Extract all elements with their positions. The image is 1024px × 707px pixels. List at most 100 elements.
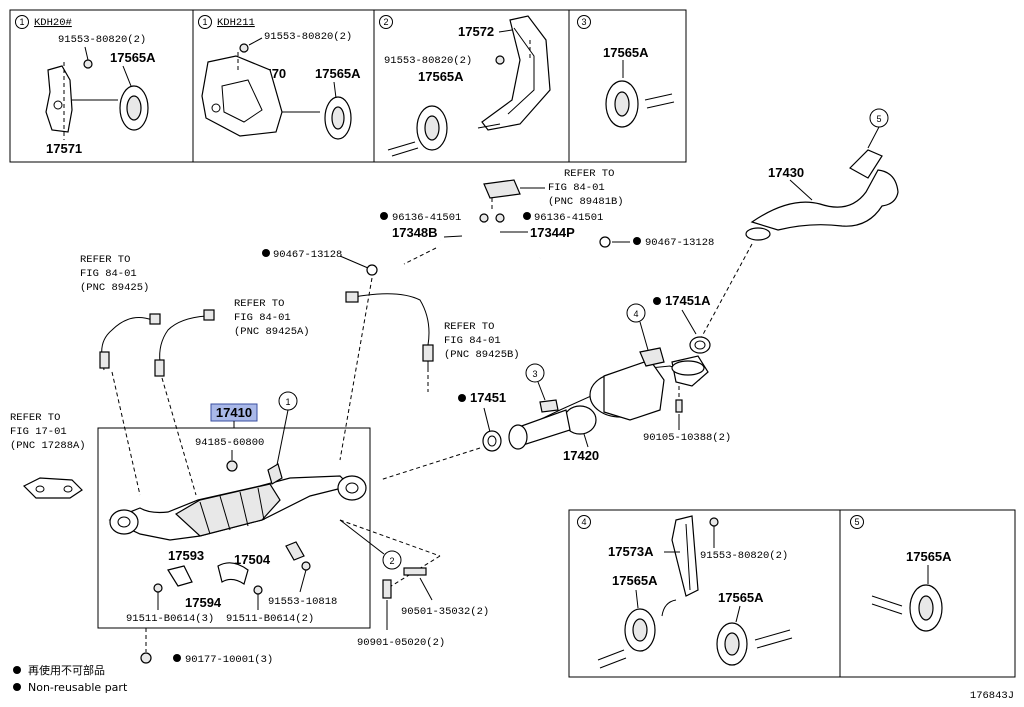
callout-circle: [577, 15, 591, 29]
part-number: 17565A: [315, 66, 361, 81]
part-number: 90501-35032(2): [401, 606, 489, 618]
non-reusable-dot-icon: [523, 212, 531, 220]
bolt-icon: [253, 585, 263, 595]
clamp-icon: [599, 236, 611, 248]
non-reusable-dot-icon: [633, 237, 641, 245]
fasteners: 90501-35032(2) 90901-05020(2) 90177-1000…: [140, 519, 489, 666]
callout-circle: [577, 515, 591, 529]
panel-1b: 1 KDH211 91553-80820(2) 17570 17565A: [198, 15, 361, 140]
part-number-highlight: 17410: [216, 405, 252, 420]
part-number: 17565A: [110, 50, 156, 65]
part-number: 91511-B0614(2): [226, 613, 314, 625]
refer-line: REFER TO: [444, 321, 494, 333]
panel-1a: 1 KDH20# 91553-80820(2) 17565A 17571: [15, 15, 156, 156]
nut-icon: [140, 652, 152, 664]
refer-line: FIG 84-01: [444, 335, 501, 347]
callout-number: 4: [581, 517, 586, 527]
clamp-90467-right: 90467-13128: [599, 236, 714, 249]
part-number: 90177-10001(3): [185, 654, 273, 666]
legend-jp: 再使用不可部品: [28, 663, 105, 677]
callout-circle: [15, 15, 29, 29]
connector-icon: [203, 309, 215, 321]
part-number: 17572: [458, 24, 494, 39]
part-number: 17593: [168, 548, 204, 563]
callout-number: 5: [876, 114, 881, 124]
refer-line: (PNC 89425B): [444, 349, 520, 361]
hose-assembly: 96136-41501 96136-41501 17348B 17344P: [380, 212, 603, 265]
sensor-icon: [99, 351, 110, 369]
connector-icon: [345, 291, 359, 303]
part-number: 17565A: [603, 45, 649, 60]
panel-3: 3 17565A: [577, 15, 675, 128]
callout-number: 5: [854, 517, 859, 527]
part-number: 17344P: [530, 225, 575, 240]
heat-insulator-icon: [217, 562, 249, 585]
sensor-bracket-icon: [483, 179, 521, 199]
part-number: 96136-41501: [534, 212, 603, 224]
part-number: 17565A: [718, 590, 764, 605]
part-number: 17573A: [608, 544, 654, 559]
tail-pipe-17430: 17430 5: [699, 108, 899, 341]
gasket-icon: [482, 430, 502, 452]
refer-line: REFER TO: [10, 412, 60, 424]
bolt-icon: [239, 43, 249, 53]
callout-circle: [525, 363, 545, 383]
bolt-icon: [301, 561, 311, 571]
part-number: 17571: [46, 141, 82, 156]
clamp-icon: [366, 264, 378, 276]
part-number: 17451A: [665, 293, 711, 308]
refer-line: REFER TO: [80, 254, 130, 266]
connector-icon: [149, 313, 161, 325]
refer-89425b: REFER TO FIG 84-01 (PNC 89425B): [345, 291, 520, 392]
panel-2: 2 17572 91553-80820(2) 17565A: [379, 15, 551, 157]
callout-circle: [198, 15, 212, 29]
part-number: 91553-80820(2): [58, 34, 146, 46]
refer-line: FIG 17-01: [10, 426, 67, 438]
heat-insulator-icon: [167, 565, 193, 587]
refer-17288a: REFER TO FIG 17-01 (PNC 17288A): [10, 412, 86, 499]
bracket-17570-icon: [201, 55, 283, 137]
callout-circle: [850, 515, 864, 529]
gasket-17451a: 17451A: [653, 293, 711, 354]
stud-icon: [403, 567, 427, 576]
panel-5: 5 17565A: [839, 509, 1016, 678]
non-reusable-dot-icon: [653, 297, 661, 305]
callout-circle: [382, 550, 402, 570]
panel-4: 4 17573A 91553-80820(2) 17565A 17565A: [568, 509, 841, 678]
front-pipe-box: 17410 1 94185-60800 2 17593 17504 17594 …: [97, 391, 402, 629]
bracket-17573a-icon: [671, 515, 699, 597]
callout-number: 1: [202, 17, 207, 27]
part-number: 17451: [470, 390, 506, 405]
nut-icon: [226, 460, 238, 472]
part-number: 91553-80820(2): [700, 550, 788, 562]
callout-number: 2: [383, 17, 388, 27]
refer-line: FIG 84-01: [80, 268, 137, 280]
part-number: 17594: [185, 595, 222, 610]
tail-pipe-icon: [750, 169, 899, 231]
callout-circle: [626, 303, 646, 323]
part-number: 17430: [768, 165, 804, 180]
part-number: 90105-10388(2): [643, 432, 731, 444]
non-reusable-dot-icon: [13, 683, 21, 691]
part-number: 96136-41501: [392, 212, 461, 224]
legend-en: Non-reusable part: [28, 681, 128, 694]
non-reusable-dot-icon: [380, 212, 388, 220]
non-reusable-dot-icon: [458, 394, 466, 402]
clamp-90467-left: 90467-13128: [262, 249, 378, 461]
non-reusable-dot-icon: [262, 249, 270, 257]
non-reusable-dot-icon: [13, 666, 21, 674]
variant-label: KDH211: [217, 17, 255, 29]
refer-89425a: REFER TO FIG 84-01 (PNC 89425A): [154, 298, 310, 496]
part-number: 17420: [563, 448, 599, 463]
top-panel-frame: [9, 9, 687, 163]
part-number: 17565A: [418, 69, 464, 84]
part-number: 94185-60800: [195, 437, 264, 449]
bolt-icon: [153, 583, 163, 593]
refer-line: FIG 84-01: [234, 312, 291, 324]
part-number: 17504: [234, 552, 271, 567]
legend: 再使用不可部品 Non-reusable part: [13, 663, 128, 694]
callout-number: 4: [633, 309, 638, 319]
refer-line: (PNC 89481B): [548, 196, 624, 208]
part-number: 17348B: [392, 225, 438, 240]
refer-line: FIG 84-01: [548, 182, 605, 194]
